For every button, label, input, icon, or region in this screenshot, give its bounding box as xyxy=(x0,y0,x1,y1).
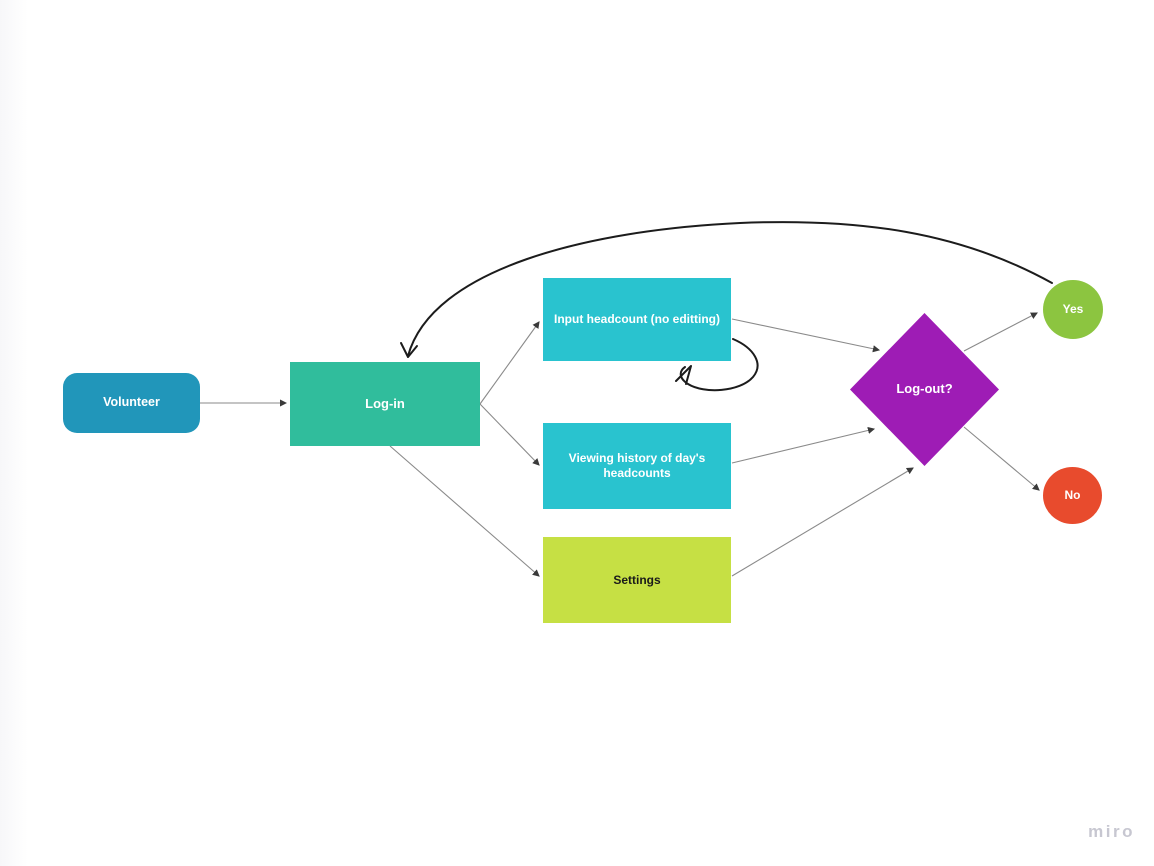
node-log-in[interactable]: Log-in xyxy=(290,362,480,446)
node-volunteer[interactable]: Volunteer xyxy=(63,373,200,433)
node-yes-label: Yes xyxy=(1062,302,1084,316)
edge-login-input[interactable] xyxy=(479,321,540,405)
edge-login-settings[interactable] xyxy=(389,445,540,577)
node-log-out-label: Log-out? xyxy=(896,381,953,397)
node-input-headcount-label: Input headcount (no editting) xyxy=(554,312,720,326)
node-no-label: No xyxy=(1064,488,1081,502)
node-settings-label: Settings xyxy=(613,572,661,587)
edge-login-viewing[interactable] xyxy=(479,403,540,466)
node-yes[interactable]: Yes xyxy=(1043,280,1103,339)
edge-input-self-loop-arrowhead xyxy=(675,365,692,385)
edge-yes-login-freehand-curve[interactable] xyxy=(407,221,1053,357)
edge-logout-no[interactable] xyxy=(963,426,1040,491)
node-settings[interactable]: Settings xyxy=(543,537,731,623)
edge-logout-yes[interactable] xyxy=(963,312,1038,352)
node-log-in-label: Log-in xyxy=(365,395,405,411)
edge-settings-logout[interactable] xyxy=(731,467,914,577)
edge-input-logout[interactable] xyxy=(731,318,881,353)
node-input-headcount[interactable]: Input headcount (no editting) xyxy=(543,278,731,361)
node-viewing-history[interactable]: Viewing history of day's headcounts xyxy=(543,423,731,509)
miro-watermark[interactable]: miro xyxy=(1088,822,1135,841)
edge-yes-login-arrowhead xyxy=(400,342,418,358)
node-log-out-decision[interactable]: Log-out? xyxy=(850,313,999,466)
node-viewing-history-label: Viewing history of day's headcounts xyxy=(568,451,706,480)
edge-viewing-logout[interactable] xyxy=(731,426,876,464)
node-no[interactable]: No xyxy=(1043,467,1102,524)
node-volunteer-label: Volunteer xyxy=(103,395,160,410)
